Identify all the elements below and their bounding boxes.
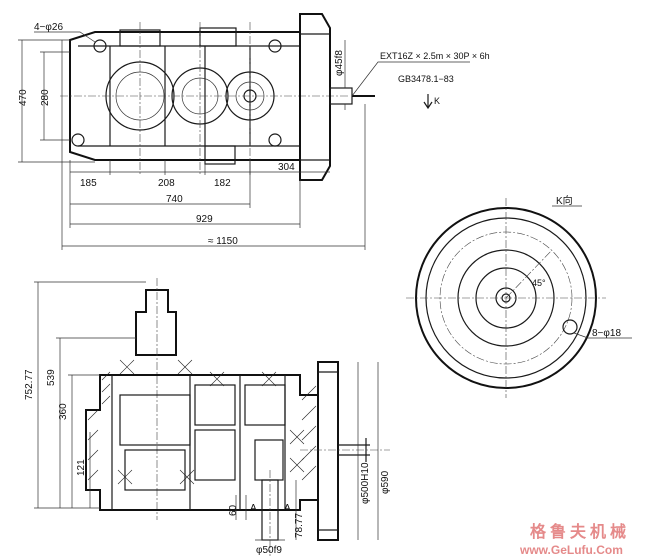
dim-929: 929: [196, 214, 213, 225]
output-flange-side: [317, 361, 339, 541]
watermark-url: www.GeLufu.Com: [519, 543, 623, 557]
bolt-hole-bl: [71, 133, 85, 147]
bolt-hole-tl: [93, 39, 107, 53]
dim-78: 78.77: [294, 513, 305, 538]
output-flange: [299, 13, 331, 181]
dim-shaft-dia: φ45f8: [334, 50, 345, 76]
bolt-hole-br: [268, 133, 282, 147]
k-arrow-label: K: [434, 96, 440, 106]
dim-185: 185: [80, 178, 97, 189]
dim-1150: ≈ 1150: [208, 236, 238, 247]
dim-752: 752.77: [24, 369, 35, 400]
dim-hole-spec: 4−φ26: [34, 22, 63, 33]
dim-182: 182: [214, 178, 231, 189]
dim-590: φ590: [380, 470, 391, 494]
watermark: 格鲁夫机械 www.GeLufu.Com: [519, 522, 630, 557]
dim-height-inner: 280: [40, 89, 51, 106]
top-view: 4−φ26 470 280 φ45f8 EXT16Z × 2.5m × 30P …: [18, 13, 490, 250]
k-view-title: K向: [556, 194, 573, 207]
dim-360: 360: [58, 403, 69, 420]
k-view-angle: 45°: [532, 278, 546, 288]
section-view: 752.77 539 360 121 60 78.77 φ50f9 φ500H1…: [24, 278, 391, 556]
dim-50f9: φ50f9: [256, 545, 282, 556]
casing-outline: [85, 374, 319, 511]
spline-spec-line1: EXT16Z × 2.5m × 30P × 6h: [380, 51, 490, 61]
input-shaft: [135, 289, 177, 356]
dim-740: 740: [166, 194, 183, 205]
dim-121: 121: [76, 459, 87, 476]
section-mark-a2: A: [284, 503, 291, 514]
spline-spec-line2: GB3478.1−83: [398, 74, 454, 84]
dim-539: 539: [46, 369, 57, 386]
dim-304: 304: [278, 162, 295, 173]
k-view: K向 45° 8−φ18: [406, 194, 632, 398]
k-view-hole-spec: 8−φ18: [592, 328, 621, 339]
bolt-hole-tr: [268, 39, 282, 53]
watermark-brand: 格鲁夫机械: [530, 522, 630, 541]
section-mark-a1: A: [250, 503, 257, 514]
dim-height-overall: 470: [18, 89, 29, 106]
dim-60: 60: [228, 504, 239, 516]
dim-500: φ500H10: [360, 462, 371, 504]
dim-208: 208: [158, 178, 175, 189]
bolt-hole: [562, 319, 578, 335]
